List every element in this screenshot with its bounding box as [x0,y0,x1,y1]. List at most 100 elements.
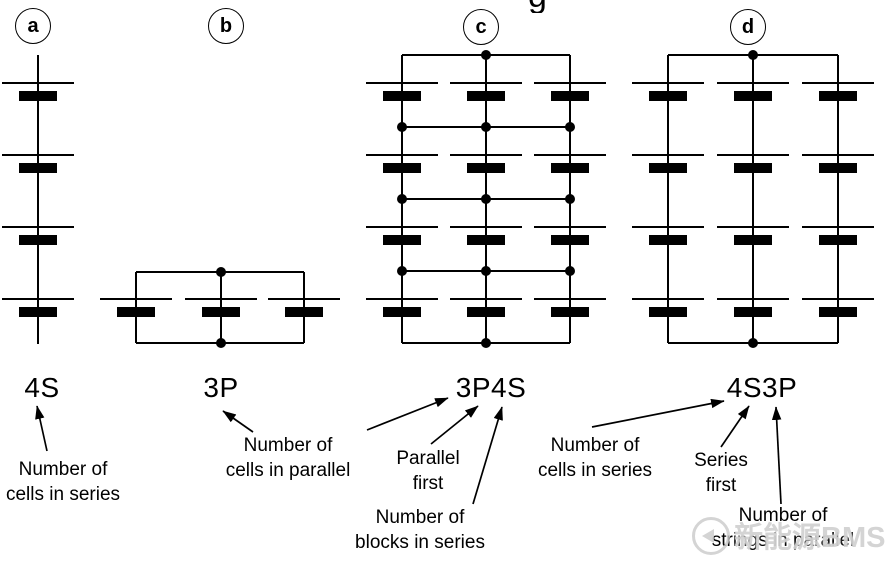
negative-plate [649,307,687,317]
positive-plate [534,154,606,156]
annotation-line: strings in parallel [711,530,855,551]
positive-plate [534,298,606,300]
junction-dot [481,194,491,204]
positive-plate [185,298,257,300]
negative-plate [117,307,155,317]
junction-dot [397,194,407,204]
battery-cell [366,226,438,245]
battery-cell [632,154,704,173]
positive-plate [450,82,522,84]
positive-plate [632,226,704,228]
positive-plate [450,154,522,156]
arrow-blocks-series-to-3p4s [472,406,503,505]
negative-plate [551,235,589,245]
panel-letter: c [475,15,487,38]
negative-plate [551,307,589,317]
battery-cell [632,298,704,317]
negative-plate [819,91,857,101]
battery-cell [366,154,438,173]
junction-dot [481,50,491,60]
negative-plate [285,307,323,317]
battery-cell [632,82,704,101]
positive-plate [450,298,522,300]
negative-plate [734,307,772,317]
battery-cell [450,154,522,173]
string-wire [667,55,669,343]
battery-cell [534,82,606,101]
junction-dot [397,122,407,132]
config-name-c: 3P4S [455,372,527,403]
battery-cell [717,82,789,101]
positive-plate [450,226,522,228]
annotation-line: cells in series [5,484,121,505]
positive-plate [802,226,874,228]
annotation-line: first [705,475,737,496]
positive-plate [2,154,74,156]
negative-plate [467,235,505,245]
panel-badge-c: c [463,9,499,45]
battery-cell [534,154,606,173]
junction-dot [481,122,491,132]
battery-cell [100,298,172,317]
negative-plate [467,307,505,317]
positive-plate [717,226,789,228]
positive-plate [632,154,704,156]
battery-cell [802,226,874,245]
battery-cell [268,298,340,317]
positive-plate [100,298,172,300]
negative-plate [551,163,589,173]
negative-plate [19,163,57,173]
arrow-series-first-to-4s3p [720,405,750,448]
negative-plate [734,91,772,101]
negative-plate [19,91,57,101]
annotation-cells-series-d: Number of cells in series [538,433,652,483]
positive-plate [534,82,606,84]
panel-badge-b: b [208,8,244,44]
positive-plate [366,154,438,156]
watermark-text: 新能源BMS [734,522,886,554]
positive-plate [2,82,74,84]
config-name-a: 4S [24,372,60,403]
annotation-line: first [412,473,444,494]
annotation-strings-parallel: Number of strings in parallel [712,503,855,553]
positive-plate [2,298,74,300]
annotation-line: Number of [18,459,108,480]
positive-plate [802,154,874,156]
panel-letter: a [27,14,39,37]
junction-dot [216,267,226,277]
junction-dot [216,338,226,348]
positive-plate [366,298,438,300]
arrow-strings-parallel-to-4s3p [771,406,782,505]
negative-plate [649,163,687,173]
negative-plate [19,235,57,245]
config-name-d: 4S3P [726,372,798,403]
panel-badge-d: d [730,9,766,45]
arrow-parallel-first-to-3p4s [430,405,479,445]
negative-plate [383,235,421,245]
negative-plate [202,307,240,317]
arrow-cells-series-to-4s [35,405,48,452]
junction-dot [748,338,758,348]
positive-plate [717,298,789,300]
battery-cell [2,154,74,173]
negative-plate [649,235,687,245]
annotation-line: cells in series [537,460,653,481]
battery-cell [802,298,874,317]
panel-letter: b [219,14,233,37]
battery-cell [2,298,74,317]
junction-dot [748,50,758,60]
negative-plate [467,163,505,173]
negative-plate [551,91,589,101]
annotation-line: cells in parallel [225,460,351,481]
cropped-title-fragment: g [524,0,564,13]
battery-cell [802,82,874,101]
positive-plate [802,298,874,300]
junction-dot [565,122,575,132]
positive-plate [632,82,704,84]
annotation-line: Number of [738,505,828,526]
annotation-line: Number of [550,435,640,456]
battery-cell [450,226,522,245]
negative-plate [383,307,421,317]
